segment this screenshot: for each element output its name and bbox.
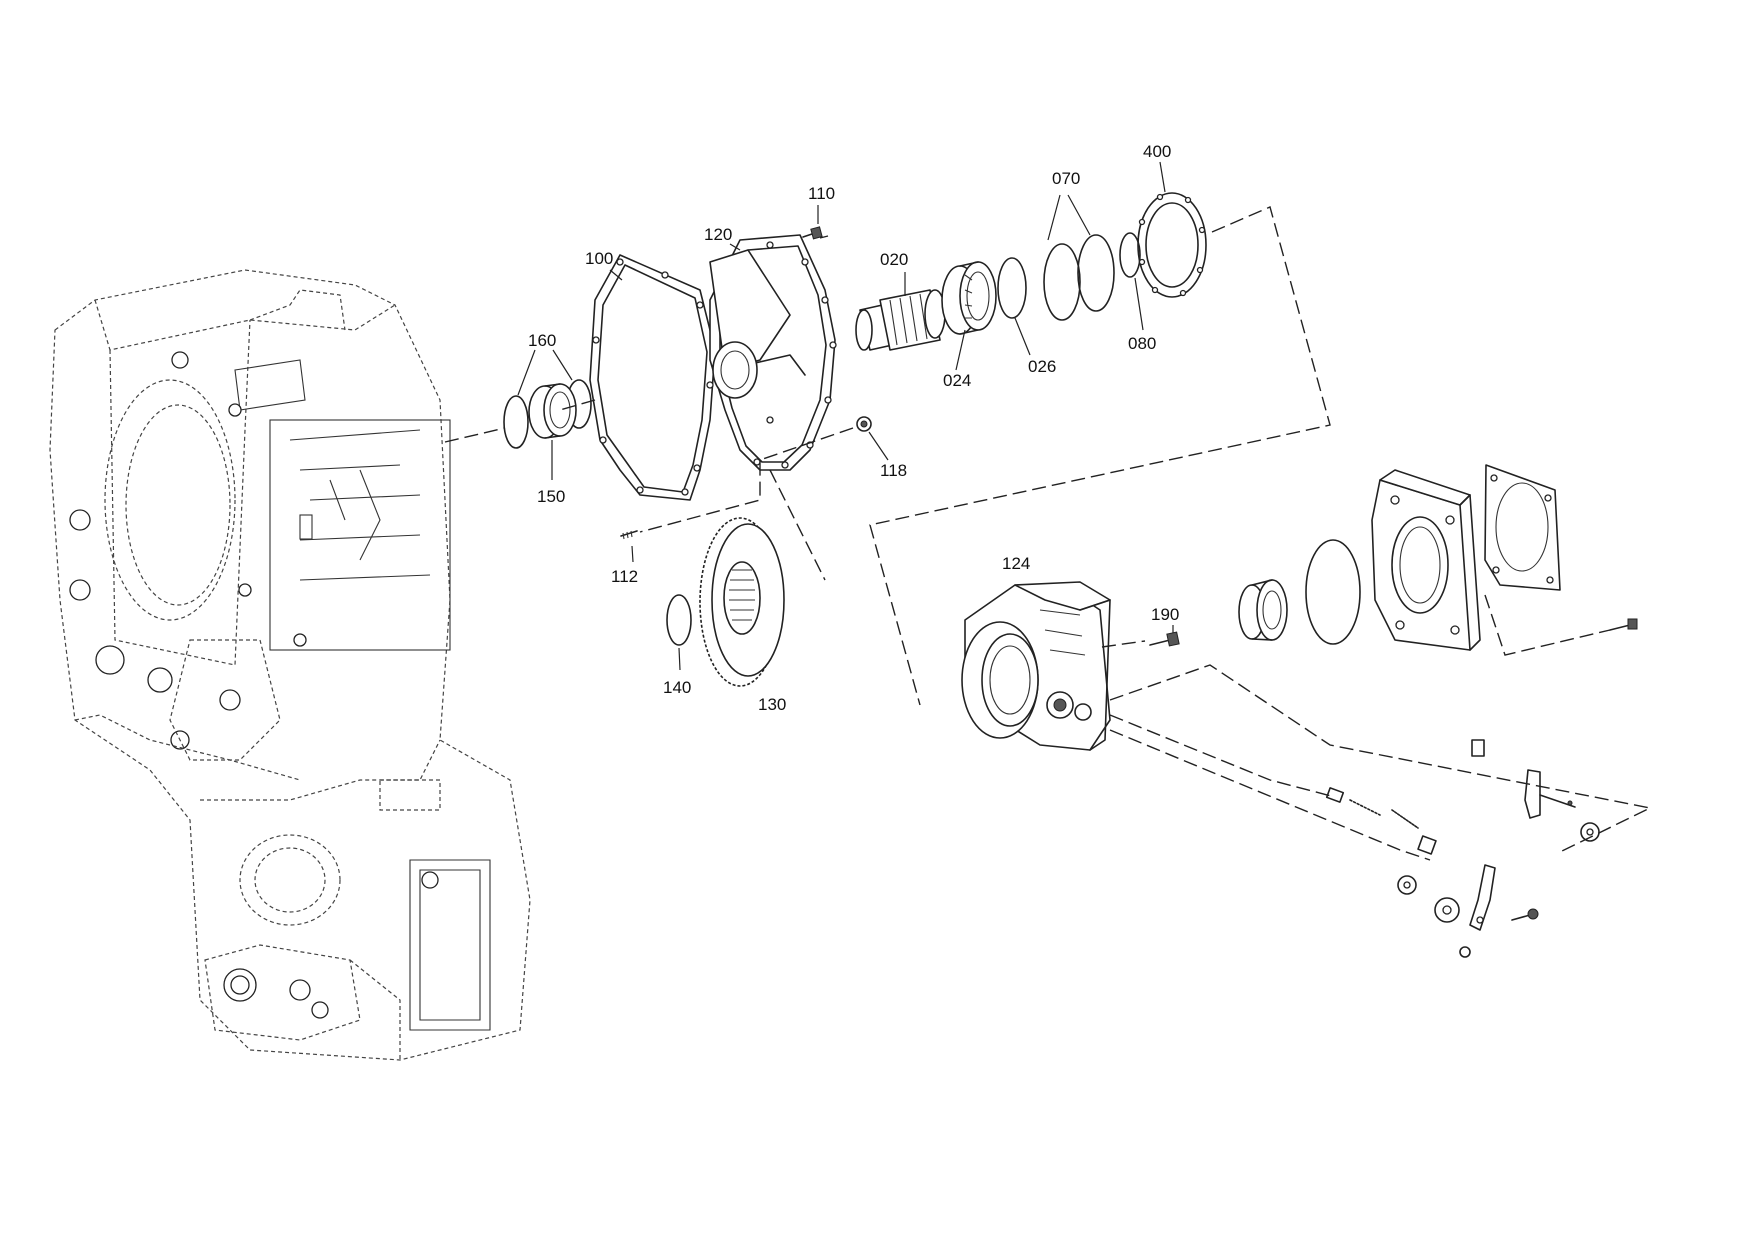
callout-140: 140: [663, 678, 691, 697]
part-120-cover: [709, 234, 837, 471]
part-110-bolt: [802, 226, 823, 240]
transmission-housing: [49, 269, 531, 1061]
part-400-gasket: [1137, 192, 1207, 298]
callout-112: 112: [611, 567, 638, 586]
part-112-stud: [620, 530, 638, 540]
part-140-snap-ring: [666, 594, 692, 646]
callout-124: 124: [1002, 554, 1030, 573]
part-124-housing: [961, 581, 1111, 751]
callout-070: 070: [1052, 169, 1080, 188]
part-130-gear: [699, 517, 785, 687]
part-026-ring: [997, 257, 1027, 319]
callout-080: 080: [1128, 334, 1156, 353]
leader-lines: [517, 161, 1174, 671]
assembly-lines: [444, 206, 1653, 861]
part-100-gasket: [589, 254, 716, 501]
part-020-shaft: [855, 289, 946, 351]
flange-screw: [1609, 618, 1638, 631]
callout-130: 130: [758, 695, 786, 714]
callout-150: 150: [537, 487, 565, 506]
part-190-bolt: [1149, 631, 1180, 647]
flange-gasket: [1484, 464, 1561, 591]
callout-400: 400: [1143, 142, 1171, 161]
callout-labels: 110 120 100 160 150 020 024 026 070 080 …: [528, 142, 1179, 714]
callout-190: 190: [1151, 605, 1179, 624]
callout-024: 024: [943, 371, 971, 390]
o-ring: [1305, 539, 1361, 645]
part-024-bearing: [941, 261, 997, 335]
callout-100: 100: [585, 249, 613, 268]
part-150-needle-bearing: [528, 383, 577, 439]
part-080-ring: [1119, 232, 1141, 278]
callout-026: 026: [1028, 357, 1056, 376]
part-070-rings: [1043, 234, 1115, 321]
adapter-flange: [1371, 469, 1481, 651]
callout-120: 120: [704, 225, 732, 244]
part-118-plug: [856, 416, 872, 432]
callout-118: 118: [880, 461, 907, 480]
coupling-sleeve: [1238, 579, 1288, 641]
callout-160: 160: [528, 331, 556, 350]
valve-small-parts: [1325, 739, 1600, 958]
callout-020: 020: [880, 250, 908, 269]
callout-110: 110: [808, 184, 835, 203]
